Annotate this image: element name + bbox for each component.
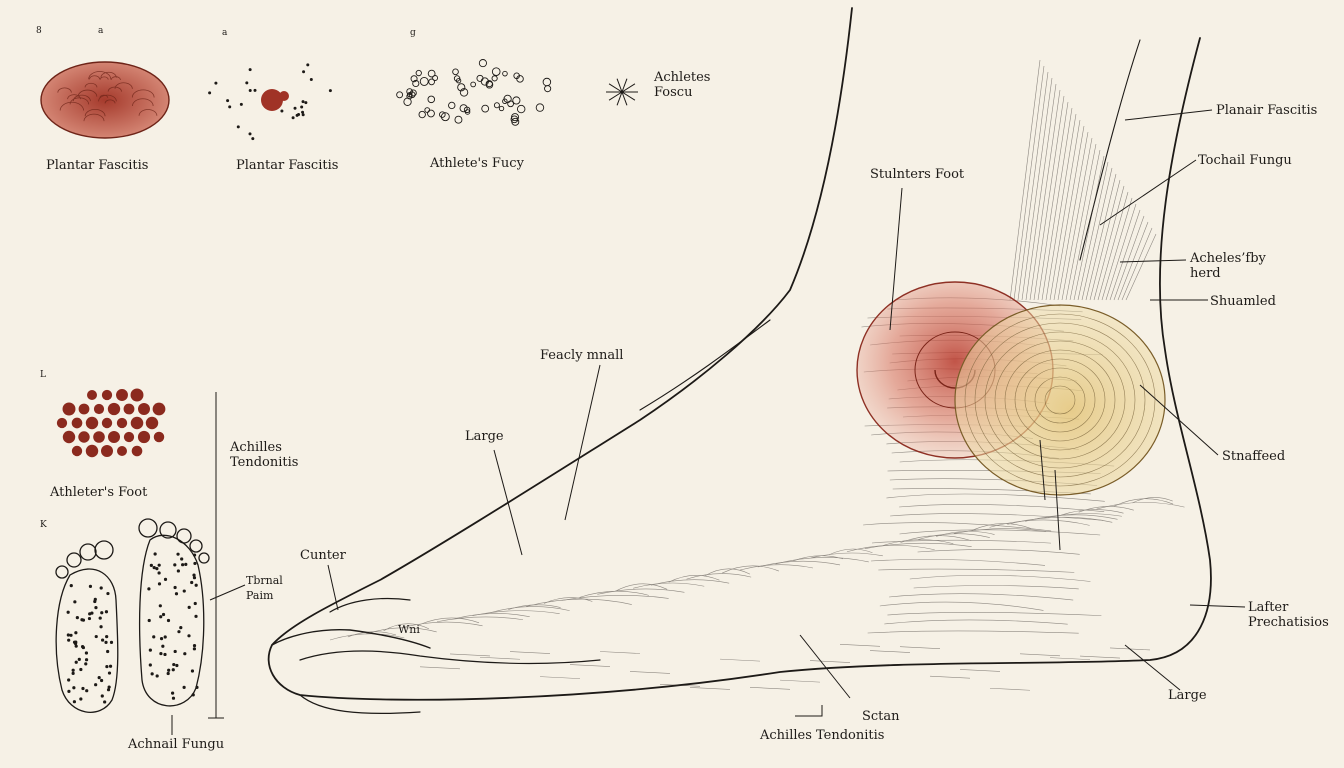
callout-large-bottom: Large bbox=[1168, 688, 1207, 703]
specimen-3-label: Athlete's Fucy bbox=[430, 156, 524, 171]
lesion-specimen-3 bbox=[396, 59, 552, 126]
callout-sctan: Sctan bbox=[862, 709, 900, 724]
panel-2-mark: a bbox=[222, 28, 228, 38]
callout-wni: Wni bbox=[398, 623, 420, 636]
swollen-ankle-region bbox=[954, 304, 1166, 496]
callout-lafter-prechatisios: Lafter Prechatisios bbox=[1248, 600, 1329, 630]
lesion-specimen-5 bbox=[56, 388, 166, 458]
sole-specimens bbox=[55, 518, 210, 713]
callout-large-top: Large bbox=[465, 429, 504, 444]
callout-stnaffeed: Stnaffeed bbox=[1222, 449, 1286, 464]
specimen-5-label: Athleter's Foot bbox=[50, 485, 148, 500]
callout-achilles-tendonitis: Achilles Tendonitis bbox=[760, 728, 885, 743]
callout-cunter: Cunter bbox=[300, 548, 346, 563]
lesion-specimen-1 bbox=[40, 61, 170, 139]
callout-acheles-fby-herd: Acheles’fby herd bbox=[1190, 251, 1266, 281]
foot-outline bbox=[267, 7, 1212, 715]
specimen-2-label: Plantar Fascitis bbox=[236, 158, 339, 173]
panel-1-mark: a bbox=[98, 26, 104, 36]
specimen-1-label: Plantar Fascitis bbox=[46, 158, 149, 173]
callout-plantar-fascitis: Planair Fascitis bbox=[1216, 103, 1318, 118]
panel-3-letter: g bbox=[410, 28, 416, 38]
lesion-specimen-2 bbox=[208, 63, 332, 141]
callout-feacly-mnall: Feacly mnall bbox=[540, 348, 624, 363]
callout-shuamled: Shuamled bbox=[1210, 294, 1276, 309]
sole-label: Tbrnal Paim bbox=[246, 574, 283, 602]
panel-5-letter: L bbox=[40, 370, 46, 380]
callout-leader-lines bbox=[171, 109, 1246, 735]
specimen-4-label: Achletes Foscu bbox=[654, 70, 711, 100]
panel-6-letter: K bbox=[40, 520, 47, 530]
panel-1-letter: 8 bbox=[36, 26, 42, 36]
sole-dots bbox=[66, 552, 199, 704]
callout-stulnters-foot: Stulnters Foot bbox=[870, 167, 965, 182]
specimen-6-label: Achnail Fungu bbox=[128, 737, 225, 752]
spore-specimen bbox=[606, 78, 638, 106]
callout-tochail-fungu: Tochail Fungu bbox=[1198, 153, 1292, 168]
achilles-side-label: Achilles Tendonitis bbox=[230, 440, 299, 470]
foot-hatching bbox=[329, 59, 1185, 691]
